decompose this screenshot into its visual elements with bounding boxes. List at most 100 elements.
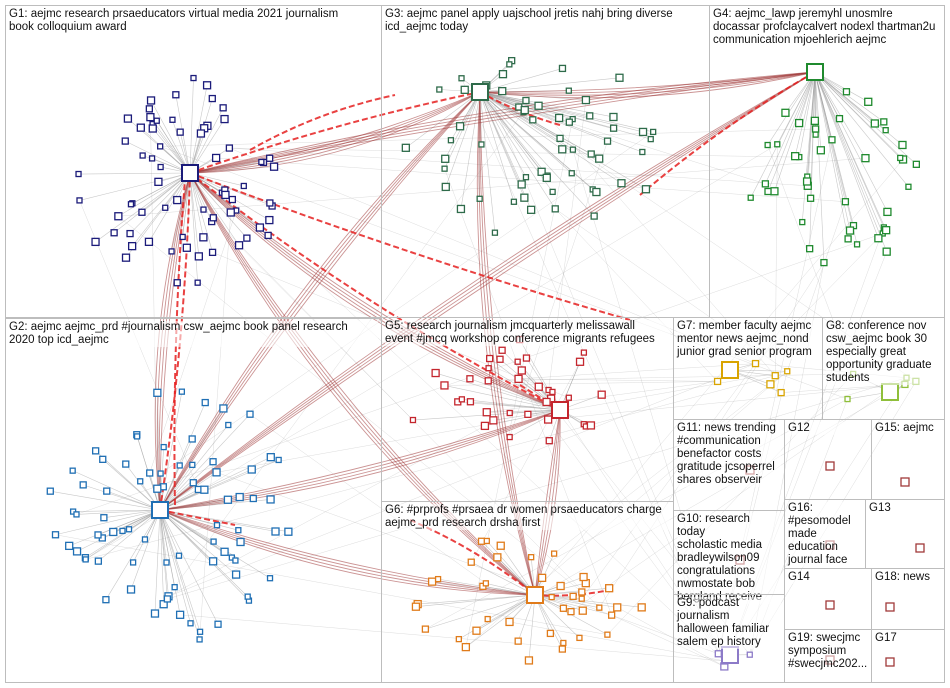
g7-hub-node <box>721 361 739 379</box>
g5-node <box>597 390 606 399</box>
group-g8-label: G8: conference nov csw_aejmc book 30 esp… <box>826 320 941 385</box>
group-g16-box: G16: #pesomodel made education journal f… <box>784 499 866 569</box>
group-g4-box: G4: aejmc_lawp jeremyhl unosmlre docassa… <box>709 5 945 318</box>
g2-node <box>163 559 170 566</box>
g2-node <box>176 462 183 469</box>
intra-group-edge <box>814 71 909 187</box>
g3-node <box>522 96 530 105</box>
g4-node <box>828 136 836 144</box>
g2-node <box>249 494 257 503</box>
intra-group-edge <box>479 91 548 179</box>
intra-group-edge <box>479 91 525 198</box>
g3-node <box>615 73 624 82</box>
group-g1-box: G1: aejmc research prsaeducators virtual… <box>5 5 382 318</box>
g2-node <box>266 495 275 504</box>
inter-group-bundle-edge <box>159 91 481 511</box>
g5-node <box>431 368 440 378</box>
g3-node <box>609 112 618 122</box>
intra-group-edge <box>479 91 548 176</box>
inter-group-edge <box>444 168 612 616</box>
inter-group-edge <box>221 192 726 662</box>
inter-group-edge <box>581 363 756 599</box>
g4-node <box>882 127 889 134</box>
g4-node <box>864 97 873 106</box>
intra-group-edge <box>55 509 161 536</box>
g6-node <box>524 656 534 665</box>
g3-node <box>456 204 466 214</box>
inter-group-bundle-edge <box>534 409 561 596</box>
g6-node <box>505 617 514 627</box>
g1-node <box>145 105 153 113</box>
intra-group-edge <box>159 509 237 575</box>
group-g19-box: G19: swecjmc symposium #swecjmc202... <box>784 629 872 683</box>
group-g1-label: G1: aejmc research prsaeducators virtual… <box>9 8 378 34</box>
g4-node <box>835 114 844 123</box>
g2-node <box>153 388 162 397</box>
g4-node <box>764 141 771 149</box>
g2-node <box>246 410 254 418</box>
g12-node <box>825 461 835 471</box>
intra-group-edge <box>444 385 561 411</box>
intra-group-edge <box>479 91 622 184</box>
g4-node <box>747 194 754 201</box>
inter-group-bundle-edge <box>479 71 816 93</box>
intra-group-edge <box>159 509 219 625</box>
inter-group-edge <box>617 607 725 667</box>
g1-node <box>121 137 129 145</box>
intra-group-edge <box>814 71 884 123</box>
group-g2-label: G2: aejmc aejmc_prd #journalism csw_aejm… <box>9 321 378 347</box>
g2-node <box>235 492 244 502</box>
g1-node <box>146 96 156 105</box>
group-g19-label: G19: swecjmc symposium #swecjmc202... <box>788 632 868 671</box>
intra-group-edge <box>767 71 816 146</box>
g2-node <box>125 526 133 533</box>
highlight-edge <box>519 384 561 411</box>
g4-node <box>861 154 870 163</box>
inter-group-bundle-edge <box>159 91 481 511</box>
intra-group-edge <box>415 594 536 608</box>
g6-node <box>637 603 646 612</box>
intra-group-edge <box>189 172 200 257</box>
g6-hub-node <box>526 586 544 604</box>
inter-group-edge <box>160 131 654 474</box>
g1-node <box>265 215 274 225</box>
intra-group-edge <box>470 401 561 411</box>
g2-node <box>275 456 282 464</box>
g3-node <box>520 193 529 202</box>
g5-node <box>485 365 492 372</box>
g3-node <box>592 187 601 197</box>
g3-node <box>441 182 450 192</box>
g3-node <box>498 70 508 79</box>
inter-group-edge <box>548 384 905 420</box>
g6-node <box>560 639 567 647</box>
g1-node <box>234 241 244 250</box>
g5-node <box>498 346 506 354</box>
g5-node <box>458 396 466 403</box>
g6-node <box>434 575 442 583</box>
g2-node <box>122 460 130 468</box>
g2-node <box>220 547 229 556</box>
intra-group-edge <box>750 71 816 198</box>
g3-node <box>441 165 448 172</box>
g2-node <box>189 479 197 487</box>
g1-node <box>173 279 181 287</box>
g2-node <box>133 433 141 440</box>
intra-group-edge <box>125 140 191 174</box>
intra-group-edge <box>479 91 654 133</box>
intra-group-edge <box>159 509 250 601</box>
g1-node <box>258 158 265 166</box>
group-g14-label: G14 <box>788 571 868 584</box>
intra-group-edge <box>486 540 536 596</box>
g2-node <box>126 585 136 594</box>
intra-group-edge <box>189 172 248 239</box>
group-g9-label: G9: podcast journalism halloween familia… <box>677 597 781 649</box>
inter-group-edge <box>444 381 718 386</box>
g6-node <box>596 604 603 611</box>
g5-node <box>565 394 572 401</box>
g1-node <box>138 208 146 216</box>
g17-node <box>885 657 895 667</box>
intra-group-edge <box>814 71 876 124</box>
g4-node <box>912 160 921 168</box>
inter-group-edge <box>167 377 907 600</box>
